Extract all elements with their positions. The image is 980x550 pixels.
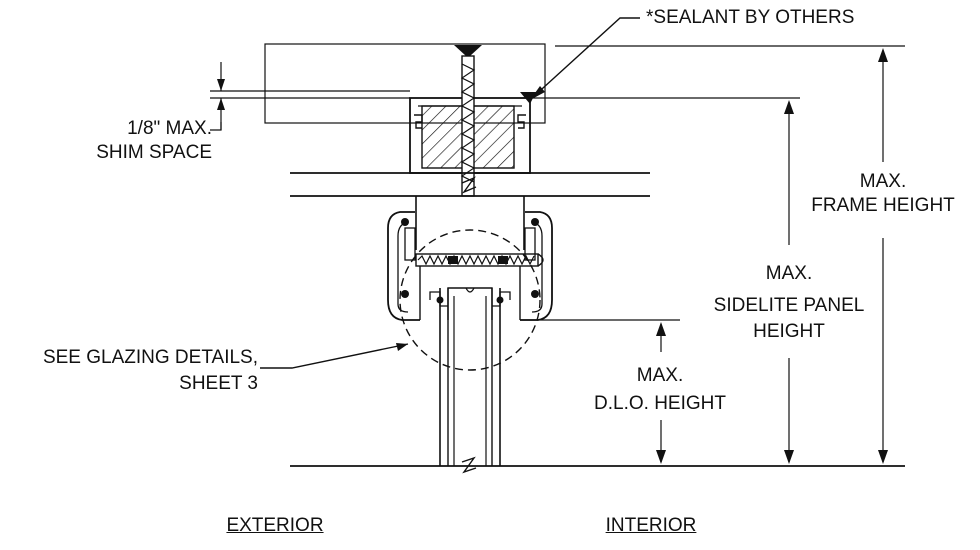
sealant-bead bbox=[520, 92, 536, 104]
interior-label: INTERIOR bbox=[605, 515, 697, 536]
panel-profile-right bbox=[520, 211, 553, 321]
break-symbol-bottom bbox=[461, 456, 477, 474]
header-substrate bbox=[264, 43, 546, 124]
glazing-leader bbox=[260, 343, 409, 369]
shim-space-label-line2: SHIM SPACE bbox=[96, 142, 212, 163]
shim-space-label-line1: 1/8" MAX. bbox=[127, 118, 212, 139]
sidelite-height-label-line1: MAX. bbox=[765, 263, 813, 284]
sealant-leader bbox=[531, 17, 640, 99]
dlo-height-label-line1: MAX. bbox=[636, 365, 684, 386]
break-symbol-top bbox=[461, 176, 477, 194]
frame-height-label-line2: FRAME HEIGHT bbox=[811, 195, 955, 216]
exterior-label: EXTERIOR bbox=[226, 515, 324, 536]
panel-fastener-strip bbox=[415, 253, 539, 267]
glazing-detail-callout-circle bbox=[399, 229, 541, 371]
sidelite-height-label-line2: SIDELITE PANEL bbox=[713, 295, 865, 316]
sealant-label: *SEALANT BY OTHERS bbox=[646, 7, 855, 28]
dlo-height-label-line2: D.L.O. HEIGHT bbox=[594, 393, 726, 414]
sidelite-height-label-line3: HEIGHT bbox=[753, 321, 825, 342]
glazing-details-label-line2: SHEET 3 bbox=[179, 373, 258, 394]
shim-leader bbox=[210, 122, 222, 131]
glazing-details-label-line1: SEE GLAZING DETAILS, bbox=[42, 347, 258, 368]
panel-profile-left bbox=[387, 211, 420, 321]
frame-height-label-line1: MAX. bbox=[859, 171, 907, 192]
screw-head bbox=[454, 45, 482, 56]
